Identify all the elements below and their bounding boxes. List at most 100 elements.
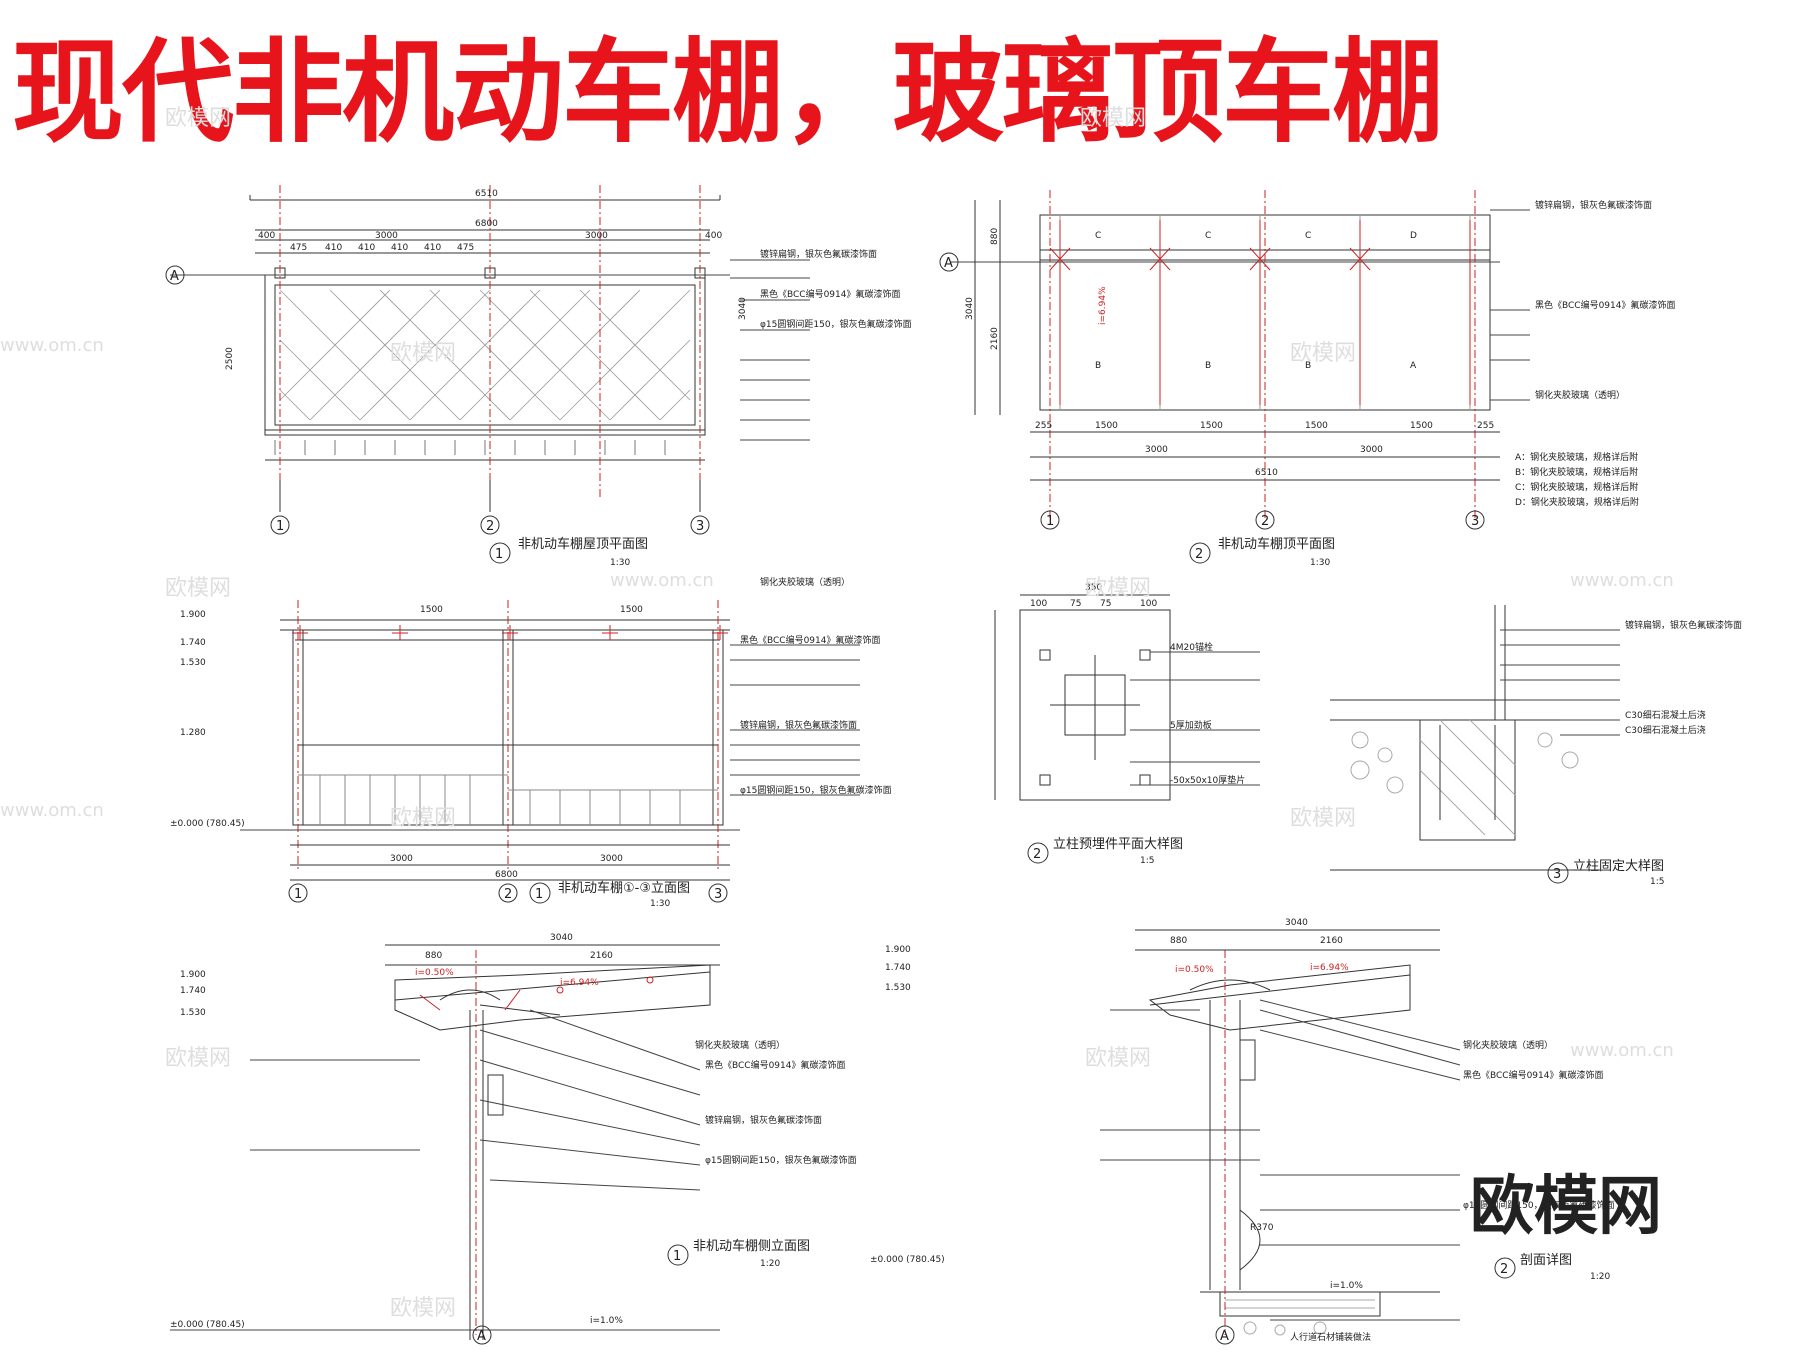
level-11: 1.740: [885, 963, 911, 973]
legend-d: D：钢化夹胶玻璃，规格详后附: [1515, 496, 1639, 508]
dim-top-split-4: 1500: [1305, 421, 1328, 431]
dim-depth: 2500: [225, 347, 235, 370]
dim-elev-bay-1: 3000: [390, 854, 413, 864]
level-10: 1.900: [885, 945, 911, 955]
view-scale-5: 1:5: [1650, 877, 1664, 887]
dim-top-total: 6510: [1255, 468, 1278, 478]
dim-edge-2: 400: [705, 231, 722, 241]
note-foot-2: C30细石混凝土后浇: [1625, 709, 1706, 721]
note-top-3: 钢化夹胶玻璃（透明）: [1535, 389, 1625, 401]
dim-sec-1: 880: [1170, 936, 1187, 946]
dim-sec-slope2: i=0.50%: [1175, 965, 1214, 975]
dim-elev-total: 6800: [495, 870, 518, 880]
note-sec-3: φ15圆钢间距150，银灰色氟碳漆饰面: [1463, 1199, 1615, 1211]
watermark: 欧模网: [1080, 106, 1147, 131]
dim-plate-split-1: 100: [1030, 599, 1047, 609]
view-roof-plan: [170, 185, 810, 512]
note-elev-3: φ15圆钢间距150，银灰色氟碳漆饰面: [740, 784, 892, 796]
dim-bay-1: 3000: [375, 231, 398, 241]
note-plate-1: 4M20锚栓: [1170, 641, 1213, 653]
zone-d: D: [1410, 231, 1417, 241]
dim-sec-ground: i=1.0%: [1330, 1281, 1363, 1291]
legend-c: C：钢化夹胶玻璃，规格详后附: [1515, 481, 1638, 493]
dim-top-split-5: 1500: [1410, 421, 1433, 431]
level-5: ±0.000 (780.45): [170, 819, 245, 829]
dim-edge-1: 400: [258, 231, 275, 241]
dim-plate: 350: [1085, 583, 1102, 593]
view-title-3: 非机动车棚①-③立面图: [558, 880, 690, 896]
note-plate-2: 5厚加劲板: [1170, 719, 1212, 731]
view-top-plan: [950, 190, 1530, 520]
note-foot-1: 镀锌扁钢，银灰色氟碳漆饰面: [1625, 619, 1742, 631]
note-sec-2: 黑色《BCC编号0914》氟碳漆饰面: [1463, 1069, 1604, 1081]
dim-bay-2: 3000: [585, 231, 608, 241]
watermark: 欧模网: [1290, 341, 1357, 366]
axis-label-1: 1: [276, 519, 284, 534]
view-scale-3: 1:30: [650, 899, 670, 909]
axis-label-a-side: A: [477, 1329, 486, 1344]
view-num-6: 1: [673, 1249, 681, 1264]
view-title-2: 非机动车棚顶平面图: [1218, 536, 1335, 552]
note-roof-1: 镀锌扁钢，银灰色氟碳漆饰面: [760, 248, 877, 260]
note-elev-2: 镀锌扁钢，银灰色氟碳漆饰面: [740, 719, 857, 731]
note-side-2: 镀锌扁钢，银灰色氟碳漆饰面: [705, 1114, 822, 1126]
dim-depth-total: 3040: [738, 297, 748, 320]
dim-purlin-2: 475: [457, 243, 474, 253]
dim-purlin-1: 475: [290, 243, 307, 253]
watermark-url: www.om.cn: [1570, 570, 1674, 591]
note-sec-1: 钢化夹胶玻璃（透明）: [1463, 1039, 1553, 1051]
view-num-1: 1: [495, 547, 503, 562]
view-scale-1: 1:30: [610, 558, 630, 568]
view-footing-detail: [1330, 605, 1620, 871]
watermark: 欧模网: [1290, 806, 1357, 831]
dim-top-split-1: 255: [1035, 421, 1052, 431]
axis-label-3-top: 3: [1471, 514, 1479, 529]
watermark: 欧模网: [390, 1296, 457, 1321]
level-12: 1.530: [885, 983, 911, 993]
axis-bubble-a: [165, 265, 185, 285]
axis-label-1-elev: 1: [294, 887, 302, 902]
dim-sec-2: 2160: [1320, 936, 1343, 946]
zone-c-3: C: [1305, 231, 1311, 241]
note-side-3: φ15圆钢间距150，银灰色氟碳漆饰面: [705, 1154, 857, 1166]
zone-b-1: B: [1095, 361, 1101, 371]
legend-b: B：钢化夹胶玻璃，规格详后附: [1515, 466, 1638, 478]
view-title-1: 非机动车棚屋顶平面图: [518, 536, 648, 552]
watermark: 欧模网: [390, 806, 457, 831]
watermark: 欧模网: [165, 1046, 232, 1071]
view-title-4: 立柱预埋件平面大样图: [1053, 837, 1183, 852]
brand-logo: 欧模网: [1470, 1170, 1662, 1244]
dim-top-side-2: 2160: [990, 327, 1000, 350]
note-top-1: 镀锌扁钢，银灰色氟碳漆饰面: [1535, 199, 1652, 211]
view-scale-2: 1:30: [1310, 558, 1330, 568]
view-num-4: 2: [1033, 847, 1041, 862]
view-num-5: 3: [1553, 867, 1561, 882]
view-scale-7: 1:20: [1590, 1272, 1610, 1282]
dim-top-bay-2: 3000: [1360, 445, 1383, 455]
view-scale-6: 1:20: [760, 1259, 780, 1269]
note-elev-1: 黑色《BCC编号0914》氟碳漆饰面: [740, 634, 881, 646]
dim-top-depth: 3040: [965, 297, 975, 320]
dim-plate-split-4: 100: [1140, 599, 1157, 609]
axis-bubble-3: [690, 515, 710, 535]
axis-bubble-2: [480, 515, 500, 535]
dim-roof-inner: 6800: [475, 219, 498, 229]
axis-label-2-elev: 2: [504, 887, 512, 902]
note-sec-4: 人行道石材铺装做法: [1290, 1331, 1371, 1343]
note-roof-3: φ15圆钢间距150，银灰色氟碳漆饰面: [760, 318, 912, 330]
axis-label-1-top: 1: [1046, 514, 1054, 529]
view-side-elevation: [170, 944, 720, 1340]
dim-side-total: 3040: [550, 933, 573, 943]
dim-top-slope: i=6.94%: [1098, 286, 1108, 325]
dim-elev-top-1: 1500: [420, 605, 443, 615]
level-1: 1.900: [180, 610, 206, 620]
dim-purlin-mid-2: 410: [358, 243, 375, 253]
level-13: ±0.000 (780.45): [870, 1255, 945, 1265]
watermark-url: www.om.cn: [610, 570, 714, 591]
axis-label-3-elev: 3: [714, 887, 722, 902]
dim-top-side-1: 880: [990, 228, 1000, 245]
watermark: 欧模网: [1085, 576, 1152, 601]
view-title-6: 非机动车棚侧立面图: [693, 1238, 810, 1254]
dim-side-1: 880: [425, 951, 442, 961]
